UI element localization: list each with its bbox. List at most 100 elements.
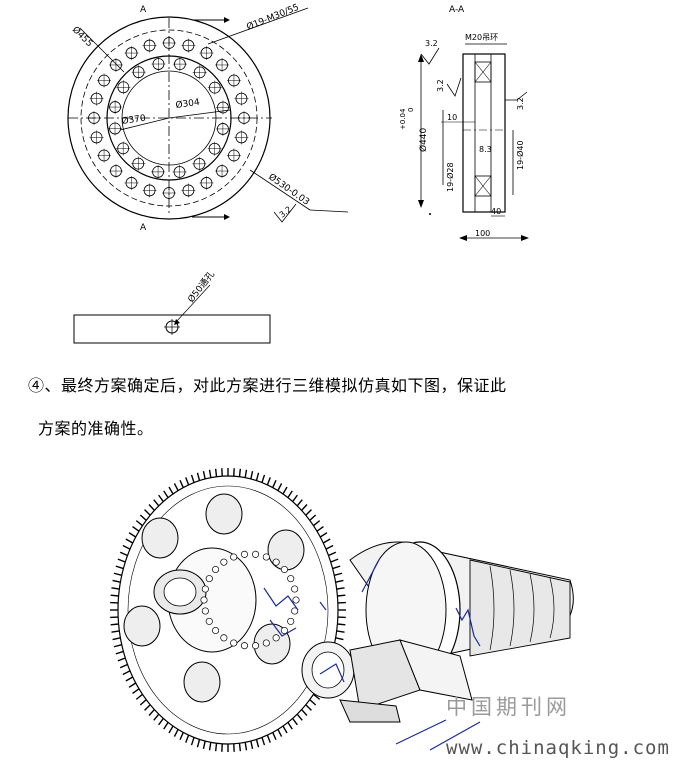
chain-link (262, 639, 270, 647)
blue-annotation-lines (263, 557, 481, 751)
gear-tooth (122, 670, 131, 676)
chain-link (220, 634, 228, 642)
gear-tooth (336, 630, 345, 633)
section-d440: Ø440 (418, 127, 429, 152)
chain-link (280, 626, 288, 635)
gear-tooth (309, 514, 317, 521)
gear-tooth (196, 472, 201, 481)
gear-tooth (238, 468, 242, 477)
section-lifting-label: M20吊环 (465, 33, 498, 42)
gear-tooth (334, 572, 343, 576)
gear-tooth (113, 644, 122, 648)
gear-tooth (335, 579, 344, 583)
gear-tooth (128, 682, 137, 688)
gear-tooth (214, 743, 218, 752)
gear-tooth (173, 729, 179, 737)
section-roughness-right: 3.2 (516, 97, 525, 110)
gear-tooth (238, 743, 242, 752)
simulation-3d-render (110, 468, 574, 752)
gear-tooth (111, 587, 120, 590)
gear-tooth (305, 509, 312, 516)
gear-tooth (277, 483, 283, 491)
section-roughness-top: 3.2 (425, 39, 438, 48)
gear-tooth (202, 740, 206, 750)
gear-tooth (158, 717, 164, 726)
gear-tooth (301, 709, 308, 716)
chain-link (205, 617, 213, 625)
gear-tooth (336, 587, 345, 590)
gear-tooth (305, 704, 312, 711)
gear-tooth (179, 732, 184, 741)
chain-link (212, 626, 220, 635)
gear-tooth (332, 565, 341, 570)
gear-tooth (208, 742, 212, 751)
gear-tooth (335, 637, 344, 641)
gear-tooth (244, 742, 248, 751)
gear-tooth (115, 565, 124, 570)
gear-tooth (139, 514, 147, 521)
gear-tooth (287, 722, 293, 730)
gear-tooth (139, 699, 147, 706)
chain-link (220, 558, 228, 566)
section-title: A-A (449, 5, 465, 15)
section-dim-40h: 19-Ø40 (515, 140, 525, 170)
paragraph-line-2: 方案的准确性。 (38, 419, 154, 438)
plate-drawing: Ø50通孔 (73, 269, 271, 344)
gear-tooth (179, 479, 184, 488)
watermark-site-name: 中国期刊网 (446, 695, 571, 719)
gear-tooth (117, 657, 126, 662)
view-label-bottom: A (140, 223, 147, 233)
gear-tooth (125, 676, 134, 682)
gear-tooth (144, 509, 151, 516)
gear-tooth (115, 650, 124, 655)
gear-tooth (132, 688, 140, 695)
gear-tooth (119, 551, 128, 557)
gear-tooth (301, 504, 308, 511)
dim-bolt-holes: Ø19-M30/55 (245, 2, 301, 33)
gear-tooth (144, 704, 151, 711)
gear-tooth (185, 477, 190, 486)
chain-link (212, 565, 220, 574)
chain-link (200, 596, 208, 604)
section-dim-28: 19-Ø28 (445, 162, 455, 192)
gear-tooth (255, 472, 260, 481)
chain-link (205, 575, 213, 583)
gear-tooth (337, 623, 346, 626)
bolt-hole-ring (87, 36, 251, 200)
section-dim-100: 100 (475, 229, 490, 238)
gear-tooth (110, 623, 119, 626)
chain-link (251, 550, 260, 558)
chain-link (287, 617, 295, 625)
gear-tooth (282, 725, 288, 734)
gear-tooth (125, 538, 134, 544)
gear-tooth (296, 499, 303, 507)
gear-tooth (163, 722, 169, 730)
section-dim-83: 8.3 (479, 145, 492, 154)
gear-tooth (282, 486, 288, 495)
plate-hole-label: Ø50通孔 (186, 269, 217, 305)
gear-tooth (158, 494, 164, 503)
gear-tooth (287, 490, 293, 498)
chain-link (240, 642, 249, 650)
shaft-steps (469, 559, 571, 657)
gear-tooth (309, 699, 317, 706)
gear-tooth (173, 483, 179, 491)
gear-tooth (322, 538, 331, 544)
gear-tooth (190, 737, 195, 746)
chain-link (291, 607, 299, 615)
gear-tooth (266, 477, 271, 486)
bolt-circle-chain (200, 550, 300, 650)
paragraph-line-1: ④、最终方案确定后，对此方案进行三维模拟仿真如下图，保证此 (28, 376, 507, 395)
gear-tooth (296, 713, 303, 721)
section-dim-40: 40 (491, 207, 501, 216)
gear-tooth (185, 734, 190, 743)
gear-tooth (117, 558, 126, 563)
gear-tooth (250, 470, 254, 480)
gear-tooth (153, 713, 160, 721)
gear-tooth (325, 544, 334, 550)
gear-tooth (110, 594, 119, 597)
chain-link (292, 596, 300, 604)
gear-tooth (255, 739, 260, 748)
section-tol-lower: 0 (407, 108, 415, 112)
gear-tooth (135, 693, 143, 700)
